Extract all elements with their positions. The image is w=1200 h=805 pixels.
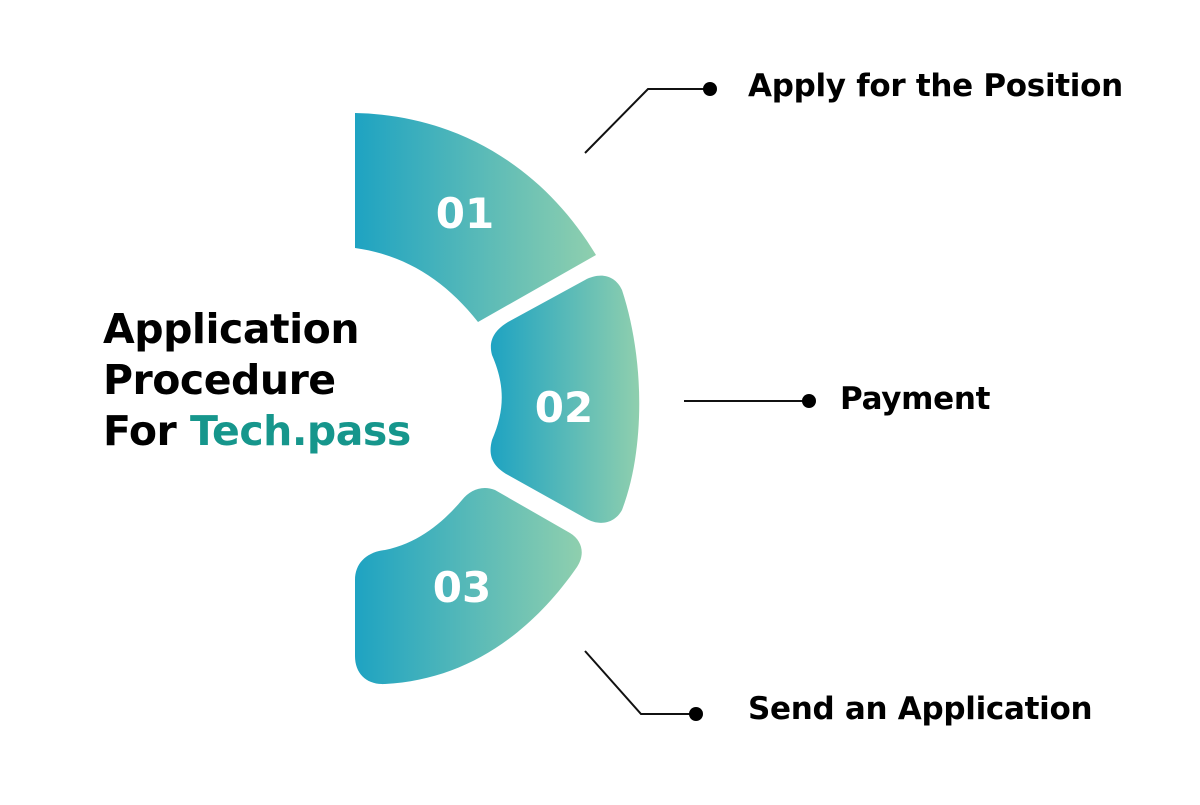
connector-02 — [684, 394, 816, 408]
step-label-01: Apply for the Position — [748, 68, 1123, 104]
title-line-3: For Tech.pass — [103, 406, 411, 457]
segment-02 — [490, 275, 640, 523]
connector-01 — [584, 82, 717, 154]
step-number-03: 03 — [433, 563, 491, 612]
step-number-01: 01 — [436, 189, 494, 238]
title-line-2: Procedure — [103, 356, 336, 404]
segment-03 — [355, 488, 582, 685]
connector-03 — [584, 650, 703, 721]
segment-01 — [355, 113, 596, 322]
title-prefix: For — [103, 407, 191, 455]
title-line-1: Application — [103, 305, 360, 353]
brand-name: Tech.pass — [190, 407, 411, 455]
step-label-03: Send an Application — [748, 691, 1093, 727]
step-number-02: 02 — [535, 383, 593, 432]
step-label-02: Payment — [840, 381, 991, 417]
diagram-title: Application Procedure For Tech.pass — [103, 304, 411, 457]
